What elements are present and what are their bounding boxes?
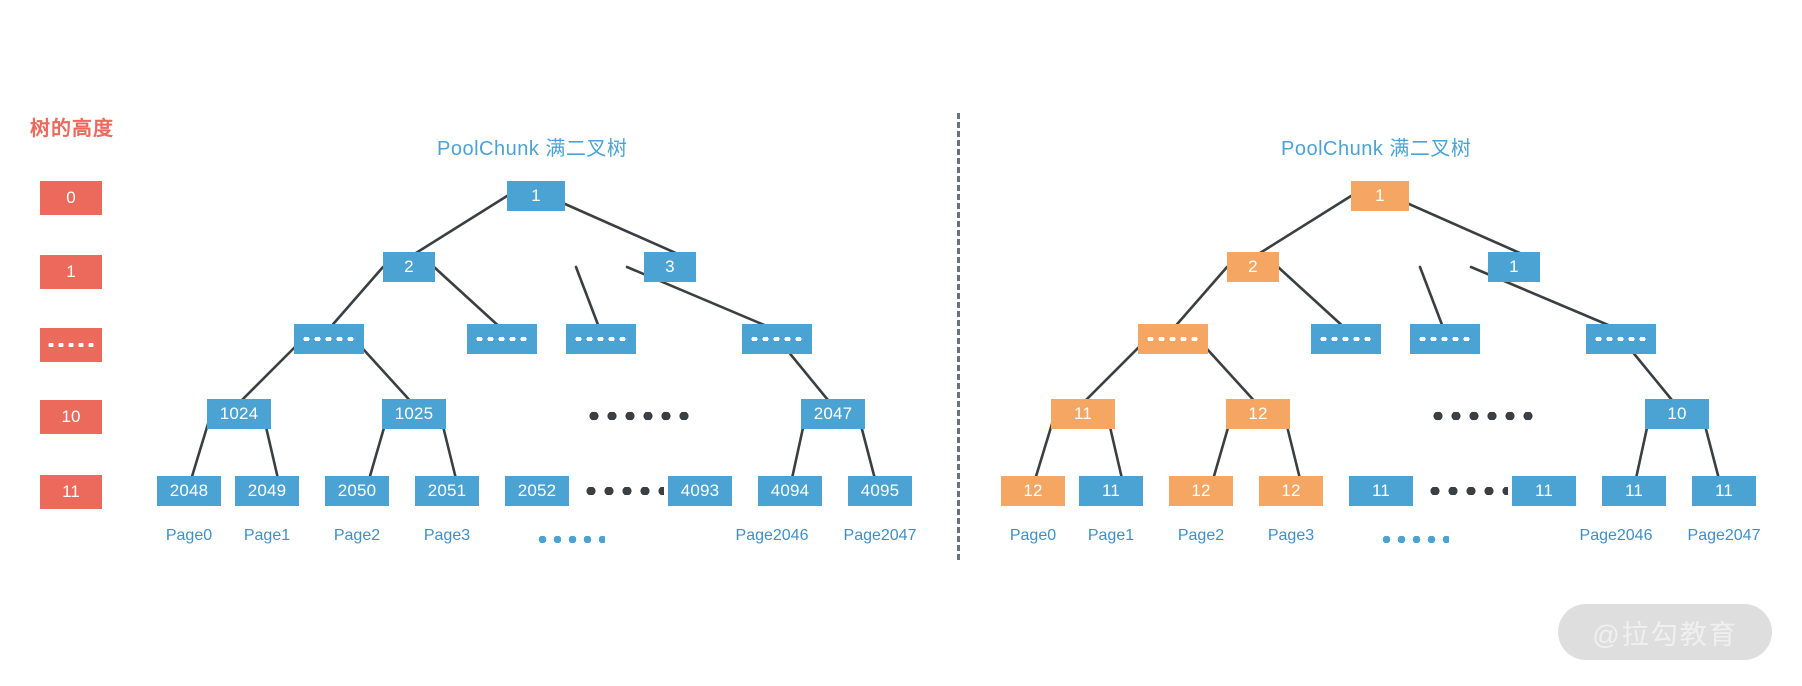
right-node-l2c[interactable] (1410, 324, 1480, 354)
left-leaf-ellipsis (582, 487, 664, 495)
left-node-l2a[interactable] (294, 324, 364, 354)
left-page-label-2047: Page2047 (843, 527, 917, 544)
left-leaf-2048[interactable]: 2048 (157, 476, 221, 506)
height-level-10: 10 (40, 400, 102, 434)
left-node-l1b[interactable]: 3 (644, 252, 696, 282)
right-node-l1b[interactable]: 1 (1488, 252, 1540, 282)
left-leaf-4093[interactable]: 4093 (668, 476, 732, 506)
left-leaf-2049[interactable]: 2049 (235, 476, 299, 506)
right-page-label-0: Page0 (1009, 527, 1057, 544)
right-node-l2d[interactable] (1586, 324, 1656, 354)
right-leaf-0[interactable]: 12 (1001, 476, 1065, 506)
left-page-label-1: Page1 (243, 527, 291, 544)
right-leaf-3[interactable]: 12 (1259, 476, 1323, 506)
height-level-0: 0 (40, 181, 102, 215)
right-tree-title: PoolChunk 满二叉树 (1281, 138, 1472, 160)
right-page-label-2046: Page2046 (1579, 527, 1653, 544)
left-leaf-2052[interactable]: 2052 (505, 476, 569, 506)
right-leaf-6[interactable]: 11 (1602, 476, 1666, 506)
right-node-root[interactable]: 1 (1351, 181, 1409, 211)
right-page-label-3: Page3 (1267, 527, 1315, 544)
right-page-label-2047: Page2047 (1687, 527, 1761, 544)
height-level-1: 1 (40, 255, 102, 289)
left-page-ellipsis (535, 536, 605, 543)
left-page-label-3: Page3 (423, 527, 471, 544)
left-node-l2d[interactable] (742, 324, 812, 354)
right-leaf-ellipsis (1426, 487, 1508, 495)
panel-divider (957, 113, 960, 560)
right-leaf-1[interactable]: 11 (1079, 476, 1143, 506)
left-page-label-0: Page0 (165, 527, 213, 544)
height-level-11: 11 (40, 475, 102, 509)
height-legend-title: 树的高度 (30, 118, 114, 140)
left-mid-ellipsis (585, 412, 693, 420)
left-page-label-2046: Page2046 (735, 527, 809, 544)
left-node-root[interactable]: 1 (507, 181, 565, 211)
left-node-2047[interactable]: 2047 (801, 399, 865, 429)
right-leaf-7[interactable]: 11 (1692, 476, 1756, 506)
watermark: @拉勾教育 (1558, 604, 1772, 660)
left-page-label-2: Page2 (333, 527, 381, 544)
left-leaf-2051[interactable]: 2051 (415, 476, 479, 506)
right-leaf-5[interactable]: 11 (1512, 476, 1576, 506)
left-leaf-2050[interactable]: 2050 (325, 476, 389, 506)
right-page-label-2: Page2 (1177, 527, 1225, 544)
right-node-l3c[interactable]: 10 (1645, 399, 1709, 429)
left-node-1025[interactable]: 1025 (382, 399, 446, 429)
right-node-l3b[interactable]: 12 (1226, 399, 1290, 429)
right-node-l3a[interactable]: 11 (1051, 399, 1115, 429)
right-leaf-2[interactable]: 12 (1169, 476, 1233, 506)
left-leaf-4095[interactable]: 4095 (848, 476, 912, 506)
right-node-l2b[interactable] (1311, 324, 1381, 354)
right-page-label-1: Page1 (1087, 527, 1135, 544)
left-leaf-4094[interactable]: 4094 (758, 476, 822, 506)
left-tree-title: PoolChunk 满二叉树 (437, 138, 628, 160)
right-node-l1a[interactable]: 2 (1227, 252, 1279, 282)
right-page-ellipsis (1379, 536, 1449, 543)
left-node-l2c[interactable] (566, 324, 636, 354)
left-node-l1a[interactable]: 2 (383, 252, 435, 282)
left-node-1024[interactable]: 1024 (207, 399, 271, 429)
left-node-l2b[interactable] (467, 324, 537, 354)
right-leaf-4[interactable]: 11 (1349, 476, 1413, 506)
right-mid-ellipsis (1429, 412, 1537, 420)
right-node-l2a[interactable] (1138, 324, 1208, 354)
height-level-ellipsis (40, 328, 102, 362)
